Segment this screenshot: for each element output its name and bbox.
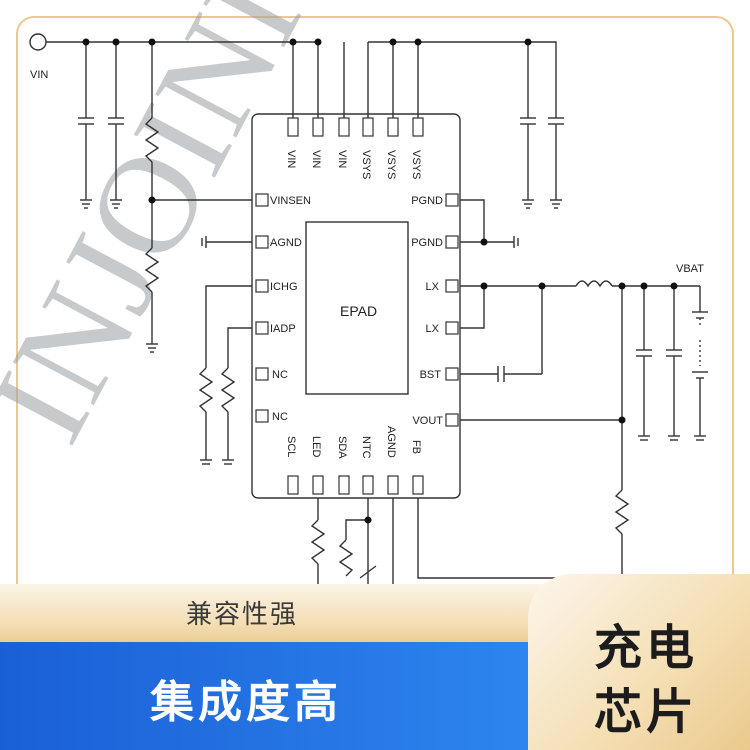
pin-top-1: VIN — [285, 150, 297, 168]
pin-top-2: VIN — [310, 150, 322, 168]
pin-right-2: PGND — [411, 237, 443, 249]
pin-top-5: VSYS — [385, 150, 397, 179]
feature-band-blue: 集成度高 — [0, 642, 540, 750]
pin-bottom-4: NTC — [360, 436, 372, 459]
pin-left-4: IADP — [270, 323, 296, 335]
epad-area — [305, 221, 409, 395]
pin-bottom-6: FB — [410, 440, 422, 454]
vin-net-label: VIN — [30, 69, 48, 81]
pin-left-3: ICHG — [270, 281, 298, 293]
pin-right-4: LX — [426, 323, 440, 335]
product-tag-line-1: 充电 — [594, 620, 699, 676]
pin-bottom-1: SCL — [285, 436, 297, 457]
feature-compatibility-text: 兼容性强 — [186, 600, 299, 630]
product-tag-line-2: 芯片 — [594, 684, 699, 740]
pin-bottom-5: AGND — [385, 426, 397, 458]
pin-left-6: NC — [272, 411, 288, 423]
ic-body — [251, 113, 461, 499]
pin-right-1: PGND — [411, 195, 443, 207]
pin-top-3: VIN — [336, 150, 348, 168]
pin-top-6: VSYS — [410, 150, 422, 179]
pin-right-5: BST — [420, 369, 442, 381]
vbat-net-label: VBAT — [676, 263, 704, 275]
pin-top-4: VSYS — [360, 150, 372, 179]
feature-banner: 兼容性强 集成度高 — [0, 584, 570, 750]
pin-bottom-2: LED — [310, 436, 322, 457]
pin-left-2: AGND — [270, 237, 302, 249]
pin-left-5: NC — [272, 369, 288, 381]
pin-right-6: VOUT — [412, 415, 443, 427]
feature-integration-text: 集成度高 — [150, 677, 342, 728]
feature-band-gold: 兼容性强 — [0, 584, 570, 642]
epad-label: EPAD — [340, 303, 377, 319]
pin-bottom-3: SDA — [336, 436, 348, 459]
product-tag: 充电 芯片 — [528, 574, 750, 750]
pin-left-1: VINSEN — [270, 195, 311, 207]
pin-right-3: LX — [426, 281, 440, 293]
vin-terminal — [29, 33, 47, 51]
